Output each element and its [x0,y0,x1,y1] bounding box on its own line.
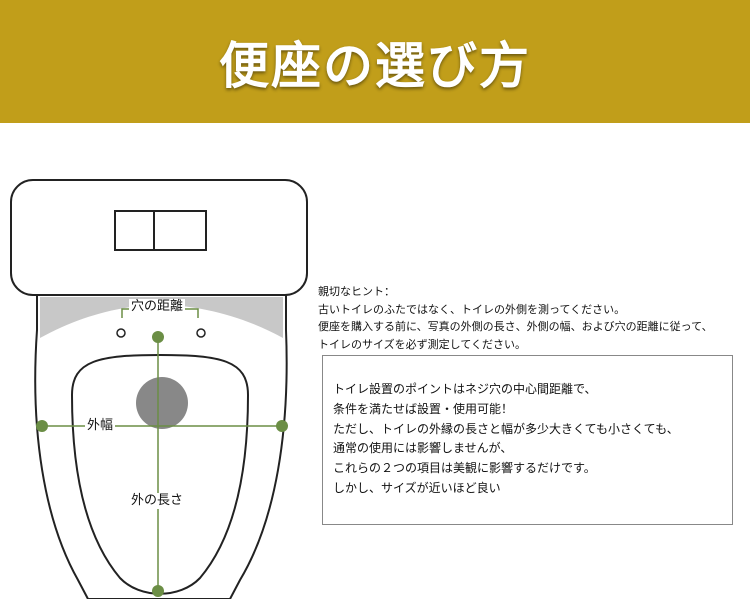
hint-text: 親切なヒント： 古いトイレのふたではなく、トイレの外側を測ってください。 便座を… [318,283,748,353]
screw-hole-right [196,328,206,338]
page-title: 便座の選び方 [219,36,531,95]
width-marker-right [276,420,288,432]
flush-button-left [114,210,155,251]
screw-hole-left [116,328,126,338]
note-line: 通常の使用には影響しませんが、 [333,441,513,456]
outer-length-label: 外の長さ [129,493,186,509]
note-line: ただし、トイレの外縁の長さと幅が多少大きくても小さくても、 [333,421,679,436]
title-banner: 便座の選び方 [0,0,750,123]
seat-back-area [40,297,283,338]
hole-distance-label: 穴の距離 [129,299,186,315]
outer-width-label: 外幅 [85,418,116,434]
installation-note-box: トイレ設置のポイントはネジ穴の中心間距離で、 条件を満たせば設置・使用可能！ た… [322,355,733,525]
hint-line: 親切なヒント： [318,285,395,298]
toilet-diagram [10,179,308,599]
hint-line: 古いトイレのふたではなく、トイレの外側を測ってください。 [318,302,626,316]
hint-line: トイレのサイズを必ず測定してください。 [318,337,527,351]
note-line: 条件を満たせば設置・使用可能！ [333,401,514,416]
note-line: これらの２つの項目は美観に影響するだけです。 [333,461,596,476]
note-line: しかし、サイズが近いほど良い [333,480,501,495]
note-line: トイレ設置のポイントはネジ穴の中心間距離で、 [333,382,597,396]
drain-hole [136,377,188,429]
width-marker-left [36,420,48,432]
length-marker-top [152,331,164,343]
bowl-opening [70,353,250,595]
length-marker-bottom [152,585,164,597]
hint-line: 便座を購入する前に、写真の外側の長さ、外側の幅、および穴の距離に従って、 [318,320,713,334]
flush-button-right [153,210,207,251]
